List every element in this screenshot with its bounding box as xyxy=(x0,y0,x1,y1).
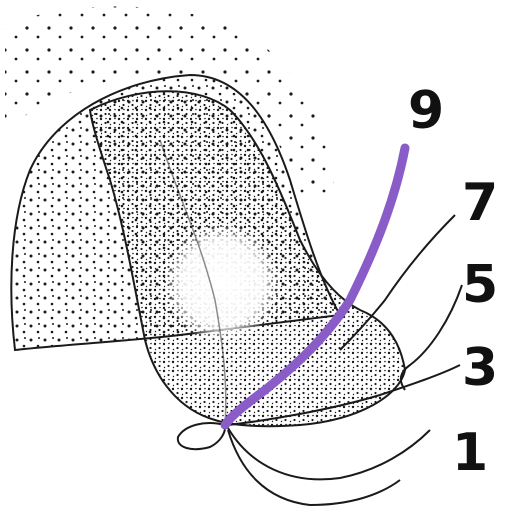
label-9: 9 xyxy=(408,81,444,141)
leader-line-1 xyxy=(228,428,430,479)
leader-line-5 xyxy=(401,285,462,390)
label-1: 1 xyxy=(452,423,488,483)
label-7: 7 xyxy=(462,173,498,233)
central-opening xyxy=(164,223,280,343)
bottom-tip xyxy=(178,423,225,449)
label-3: 3 xyxy=(462,338,498,398)
label-5: 5 xyxy=(462,255,498,315)
